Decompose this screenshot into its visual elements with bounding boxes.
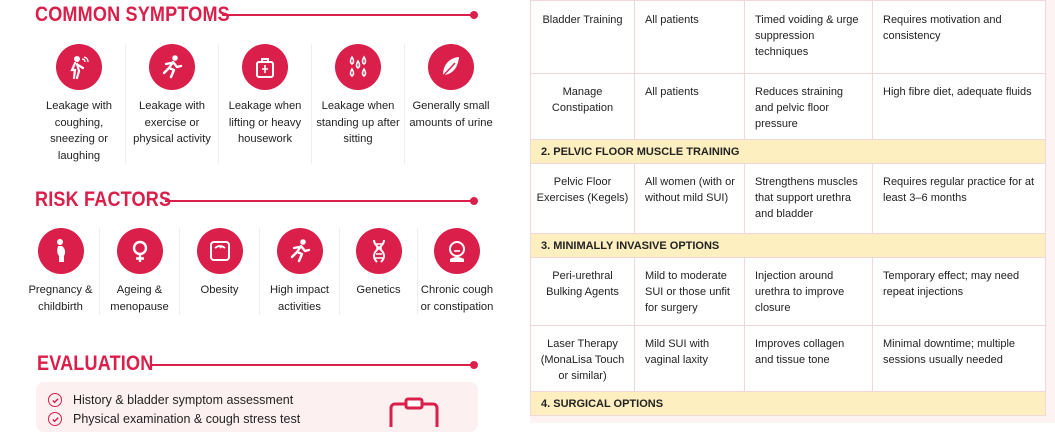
check-icon: [48, 393, 62, 407]
symptom-item: Generally small amounts of urine: [404, 44, 497, 164]
evaluation-divider-dot: [470, 361, 478, 369]
table-cell: Temporary effect; may need repeat inject…: [872, 257, 1046, 326]
symptom-item: Leakage with exercise or physical activi…: [125, 44, 218, 164]
category-label: 2. PELVIC FLOOR MUSCLE TRAINING: [530, 139, 1046, 164]
risk-factors-divider-dot: [470, 197, 478, 205]
treatment-table: Bladder Training All patients Timed void…: [530, 0, 1046, 416]
pregnant-woman-icon: [37, 228, 84, 274]
coughing-face-icon: [434, 228, 480, 274]
table-row: Laser Therapy (MonaLisa Touch or similar…: [530, 325, 1046, 392]
risk-factor-label: Pregnancy & childbirth: [28, 284, 93, 313]
risk-factor-item: Ageing & menopause: [99, 228, 179, 315]
symptom-label: Leakage when standing up after sitting: [316, 100, 400, 145]
check-icon: [48, 412, 62, 426]
table-cell: Minimal downtime; multiple sessions usua…: [872, 325, 1046, 392]
risk-factor-label: High impact activities: [269, 284, 330, 313]
risk-factor-item: Pregnancy & childbirth: [22, 228, 99, 315]
evaluation-item: Physical examination & cough stress test: [48, 412, 300, 426]
risk-factor-label: Obesity: [200, 284, 239, 296]
risk-factor-item: Genetics: [339, 228, 417, 315]
table-cell: All patients: [634, 73, 745, 140]
table-cell: All patients: [634, 0, 745, 74]
evaluation-item-label: Physical examination & cough stress test: [73, 412, 301, 426]
table-cell: All women (with or without mild SUI): [634, 163, 745, 234]
table-category-row: 3. MINIMALLY INVASIVE OPTIONS: [530, 233, 1046, 258]
category-label: 4. SURGICAL OPTIONS: [530, 391, 1046, 416]
dna-icon: [355, 228, 402, 274]
coughing-person-icon: [56, 44, 102, 90]
table-cell: Mild to moderate SUI or those unfit for …: [634, 257, 745, 326]
symptom-item: Leakage with coughing, sneezing or laugh…: [33, 44, 125, 164]
table-row: Bladder Training All patients Timed void…: [530, 0, 1046, 74]
risk-factor-label: Chronic cough or constipation: [420, 284, 494, 313]
symptom-item: Leakage when standing up after sitting: [311, 44, 404, 164]
table-cell: Manage Constipation: [530, 73, 635, 140]
risk-factors-icon-row: Pregnancy & childbirth Ageing & menopaus…: [22, 228, 496, 315]
female-symbol-icon: [116, 228, 163, 274]
table-cell: Peri-urethral Bulking Agents: [530, 257, 635, 326]
evaluation-heading: EVALUATION: [37, 352, 154, 375]
table-row: Pelvic Floor Exercises (Kegels) All wome…: [530, 163, 1046, 234]
table-cell: Bladder Training: [530, 0, 635, 74]
symptom-item: Leakage when lifting or heavy housework: [218, 44, 311, 164]
symptoms-section-title: COMMON SYMPTOMS: [35, 1, 262, 29]
risk-factor-label: Ageing & menopause: [110, 284, 169, 313]
risk-factors-heading: RISK FACTORS: [35, 188, 172, 211]
symptom-label: Leakage with coughing, sneezing or laugh…: [46, 100, 112, 162]
table-cell: Strengthens muscles that support urethra…: [744, 163, 873, 234]
risk-factor-item: High impact activities: [259, 228, 339, 315]
risk-factor-label: Genetics: [356, 284, 401, 296]
risk-factors-divider: [165, 200, 472, 202]
running-person-icon: [149, 44, 195, 90]
table-cell: High fibre diet, adequate fluids: [872, 73, 1046, 140]
risk-factor-item: Obesity: [179, 228, 259, 315]
symptoms-divider: [222, 14, 472, 16]
lifting-bag-icon: [242, 44, 288, 90]
table-cell: Requires motivation and consistency: [872, 0, 1046, 74]
droplets-icon: [335, 44, 381, 90]
clipboard-icon: [389, 397, 439, 427]
table-cell: Requires regular practice for at least 3…: [872, 163, 1046, 234]
symptoms-heading: COMMON SYMPTOMS: [35, 3, 230, 26]
symptom-label: Generally small amounts of urine: [409, 100, 493, 129]
table-cell: Pelvic Floor Exercises (Kegels): [530, 163, 635, 234]
risk-factor-item: Chronic cough or constipation: [417, 228, 496, 315]
evaluation-section-title: EVALUATION: [37, 350, 172, 378]
table-cell: Mild SUI with vaginal laxity: [634, 325, 745, 392]
evaluation-item-label: History & bladder symptom assessment: [73, 393, 294, 407]
table-row: Manage Constipation All patients Reduces…: [530, 73, 1046, 140]
evaluation-divider: [150, 364, 472, 366]
table-row: Peri-urethral Bulking Agents Mild to mod…: [530, 257, 1046, 326]
evaluation-item: History & bladder symptom assessment: [48, 393, 293, 407]
running-person-icon: [276, 228, 323, 274]
risk-factors-section-title: RISK FACTORS: [35, 186, 193, 214]
table-cell: Timed voiding & urge suppression techniq…: [744, 0, 873, 74]
table-cell: Injection around urethra to improve clos…: [744, 257, 873, 326]
symptom-label: Leakage with exercise or physical activi…: [133, 100, 211, 145]
table-category-row: 4. SURGICAL OPTIONS: [530, 391, 1046, 416]
symptoms-divider-dot: [470, 11, 478, 19]
symptom-label: Leakage when lifting or heavy housework: [228, 100, 302, 145]
table-cell: Reduces straining and pelvic floor press…: [744, 73, 873, 140]
weighing-scale-icon: [196, 228, 243, 274]
table-cell: Laser Therapy (MonaLisa Touch or similar…: [530, 325, 635, 392]
feather-icon: [428, 44, 474, 90]
table-cell: Improves collagen and tissue tone: [744, 325, 873, 392]
symptoms-icon-row: Leakage with coughing, sneezing or laugh…: [33, 44, 497, 164]
left-panel: COMMON SYMPTOMS Leakage with coughing, s…: [0, 0, 497, 432]
category-label: 3. MINIMALLY INVASIVE OPTIONS: [530, 233, 1046, 258]
treatment-table-panel: Bladder Training All patients Timed void…: [530, 0, 1055, 423]
table-category-row: 2. PELVIC FLOOR MUSCLE TRAINING: [530, 139, 1046, 164]
